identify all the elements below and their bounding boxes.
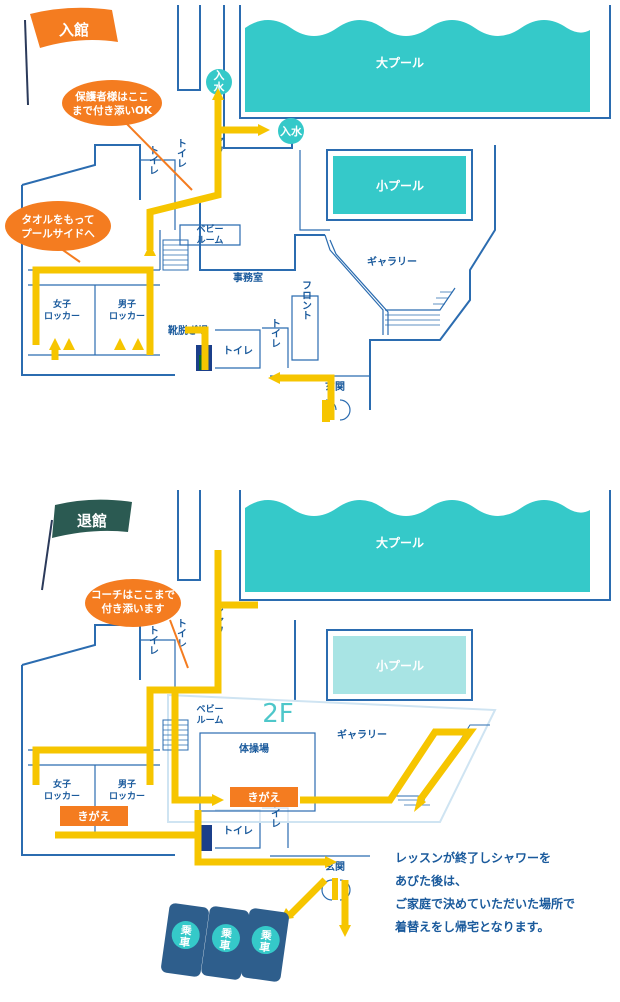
water-entry-point-2 (278, 118, 304, 144)
exit-flag-label: 退館 (77, 512, 107, 530)
car-label: 乗 (260, 927, 273, 942)
stairs-entry-left (162, 239, 189, 271)
baby-room-line1-exit: ベビー (196, 703, 223, 715)
svg-text:水: 水 (214, 80, 226, 94)
office-label: 事務室 (233, 271, 263, 284)
car-1: 乗 車 (161, 903, 209, 977)
exit-flag: 退館 (41, 499, 132, 591)
exit-note-line4: 着替えをし帰宅となります。 (394, 919, 549, 934)
car-2: 乗 車 (201, 906, 250, 980)
baby-room-line2: ルーム (197, 235, 224, 246)
girls-locker-line2-exit: ロッカー (44, 791, 80, 802)
coach-bubble-line2: 付き添います (102, 602, 165, 615)
large-pool-label: 大プール (376, 55, 424, 70)
small-pool-label: 小プール (376, 178, 424, 193)
change-box-2f (230, 787, 298, 807)
entry-flag: 入館 (24, 7, 118, 106)
car-3: 乗 車 (241, 908, 289, 982)
baby-room-line2-exit: ルーム (197, 715, 224, 726)
toilet-label-exit-2: トイレ (175, 618, 187, 648)
entry-route (32, 88, 335, 420)
change-box-2f-label: きがえ (248, 790, 281, 804)
stairs-entry-right (385, 287, 456, 326)
floor-label: 2F (262, 699, 294, 729)
toilet-label-2: トイレ (175, 138, 187, 168)
exit-note-line3: ご家庭で決めていただいた場所で (395, 896, 575, 911)
large-pool-entry (245, 20, 590, 112)
boys-locker-line1-exit: 男子 (118, 779, 136, 790)
exit-map: 大プール 小プール 2F 体操場 ギャラリー シャワー トイレ トイレ ベビー … (21, 490, 611, 982)
small-pool-entry (333, 156, 466, 214)
boys-locker-line2: ロッカー (109, 311, 145, 322)
exit-note-line1: レッスンが終了しシャワーを (395, 850, 551, 865)
towel-bubble-line2: プールサイドへ (21, 227, 95, 240)
water-entry-label: 入水 (280, 124, 303, 138)
exit-note-line2: あびた後は、 (395, 873, 467, 888)
exit-route (32, 550, 477, 937)
toilet-label-3: トイレ (223, 345, 253, 357)
girls-locker-line1: 女子 (53, 298, 71, 310)
towel-bubble-line1: タオルをもって (22, 214, 95, 226)
coach-bubble: コーチはここまで 付き添います (85, 579, 189, 669)
svg-text:乗: 乗 (220, 925, 233, 940)
guardian-bubble-line1: 保護者様はここ (74, 90, 149, 103)
small-pool-label-exit: 小プール (376, 658, 424, 673)
gym-label: 体操場 (239, 742, 269, 755)
toilet-label-4: トイレ (269, 318, 281, 348)
boys-locker-line2-exit: ロッカー (109, 791, 145, 802)
guardian-bubble-line2: まで付き添いOK (72, 104, 153, 117)
towel-bubble: タオルをもって プールサイドへ (5, 201, 111, 263)
exit-note: レッスンが終了しシャワーを あびた後は、 ご家庭で決めていただいた場所で 着替え… (394, 850, 575, 934)
change-box-1f-label: きがえ (78, 809, 111, 823)
front-label: フロント (300, 280, 311, 320)
water-entry-point (206, 69, 232, 95)
guardian-bubble: 保護者様はここ まで付き添いOK (62, 80, 193, 191)
entry-map: 大プール 小プール 入 水 入水 シャワー トイレ トイレ ベビー ルーム 事務… (5, 5, 611, 422)
svg-text:車: 車 (258, 939, 271, 954)
svg-text:車: 車 (219, 937, 232, 952)
svg-text:入: 入 (214, 69, 225, 82)
toilet-label-exit: トイレ (147, 625, 159, 655)
gallery-label-exit: ギャラリー (337, 728, 387, 741)
small-pool-exit (333, 636, 466, 694)
toilet-label-exit-3: トイレ (223, 825, 253, 837)
svg-text:車: 車 (178, 934, 191, 949)
girls-locker-line1-exit: 女子 (53, 778, 71, 790)
change-box-1f (60, 806, 128, 826)
coach-bubble-line1: コーチはここまで (91, 589, 175, 601)
svg-text:乗: 乗 (180, 922, 193, 937)
entrance-door-entry (322, 399, 351, 422)
girls-locker-line2: ロッカー (44, 311, 80, 322)
gallery-label: ギャラリー (367, 255, 417, 268)
boys-locker-line1: 男子 (118, 299, 136, 310)
baby-room-line1: ベビー (196, 223, 223, 235)
large-pool-label-exit: 大プール (376, 535, 424, 550)
entry-flag-label: 入館 (59, 21, 89, 39)
large-pool-exit (245, 500, 590, 592)
